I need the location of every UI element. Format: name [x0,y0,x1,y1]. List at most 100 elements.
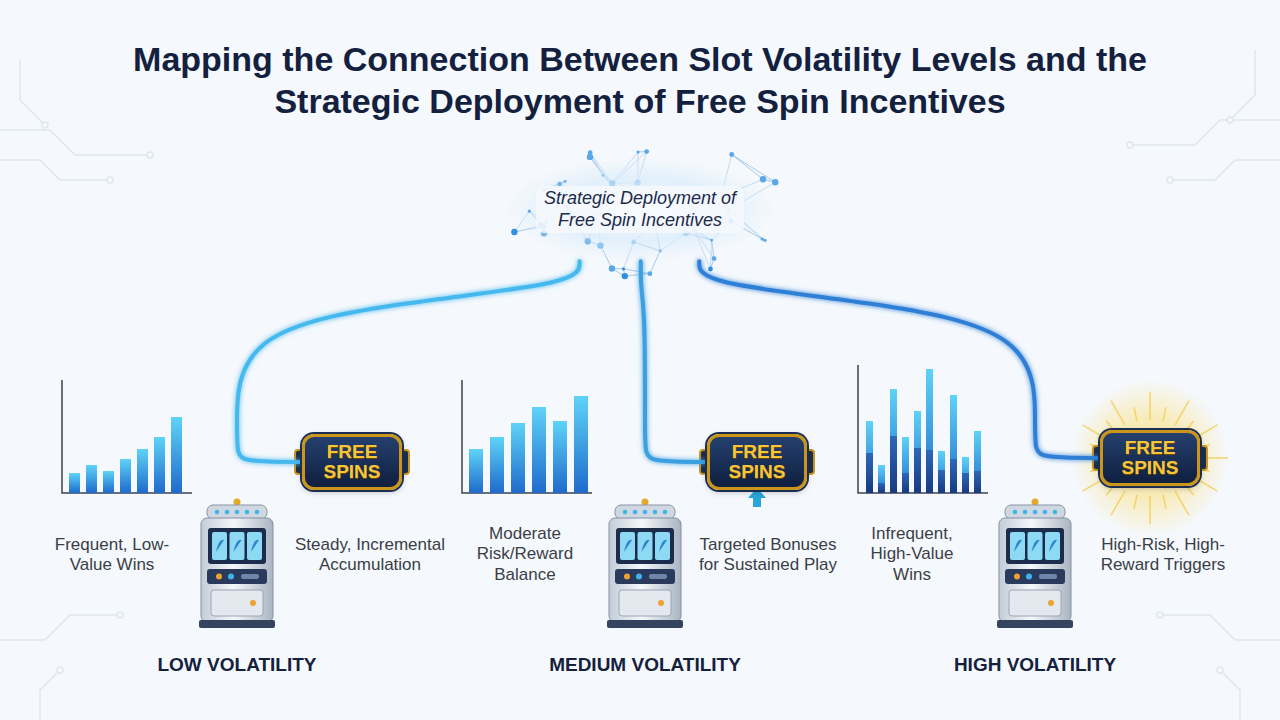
machine-reel [620,532,635,560]
machine-button [658,600,664,606]
slot-machine [199,499,275,629]
chart-bar [469,449,483,493]
chart-bar [902,437,909,493]
bar-charts [62,365,988,493]
chart-bar [69,473,80,493]
machine-top [207,505,267,519]
network-link [625,274,650,276]
circuit-pad [1127,142,1133,148]
slot-machine [997,499,1073,629]
machine-body [201,518,273,622]
machine-screen [616,528,674,564]
network-dot [761,237,764,240]
circuit-pad [57,667,63,673]
network-dot [636,150,639,153]
machine-reel [655,532,670,560]
circuit-pad [42,122,48,128]
burst-ray [1111,401,1125,426]
free-spins-badge: FREE SPINS [1100,430,1200,486]
volatility-label: LOW VOLATILITY [107,654,367,677]
burst-ray [1106,485,1114,495]
network-dot [644,149,649,154]
machine-button [216,574,222,580]
chart-bar [938,451,945,493]
chart-bar [866,421,873,493]
network-dot [622,273,628,279]
network-dot [708,267,713,272]
reel-symbol [1014,540,1022,552]
machine-button [624,574,630,580]
machine-body [609,518,681,622]
circuit-pad [1217,667,1223,673]
up-arrow [748,488,766,507]
network-dot [609,265,615,271]
badge-text: FREE SPINS [1115,438,1185,478]
chart-bar [974,471,981,493]
circuit-pad [147,152,153,158]
circuit-decoration [0,50,1280,720]
machine-reel [638,532,653,560]
hub-title: Strategic Deployment of Free Spin Incent… [536,186,744,233]
machine-button [1014,574,1020,580]
machine-lower [1009,590,1061,616]
description-label: Frequent, Low-Value Wins [50,535,174,576]
connector [237,261,580,462]
chart-bar [926,450,933,493]
chart-bar [914,448,921,493]
burst-ray [1175,491,1189,516]
slot-machines [199,499,1073,629]
machine-panel [207,569,267,584]
circuit-trace [0,130,150,155]
machine-panel [1005,569,1065,584]
machine-button [636,574,642,580]
machine-reel [1028,532,1043,560]
machine-top [615,505,675,519]
circuit-pad [1157,612,1163,618]
machine-reel [247,532,262,560]
machine-light [1053,510,1058,515]
machine-light [215,510,220,515]
burst-ray [1134,495,1137,509]
network-link [623,269,649,274]
chart-bar [154,437,165,493]
reel-symbol [1049,540,1057,552]
burst-ray [1149,392,1151,420]
machine-light [235,510,240,515]
machine-lower [619,590,671,616]
machine-button [250,600,256,606]
chart-bar [938,470,945,493]
network-dot [588,150,593,155]
circuit-trace [1160,615,1280,640]
reel-symbol [251,540,259,552]
description-label: Moderate Risk/Reward Balance [463,524,587,585]
circuit-trace [1230,50,1255,120]
machine-light [245,510,250,515]
reel-symbol [216,540,224,552]
chart-bar [890,436,897,493]
chart-bar [914,411,921,493]
machine-light [1033,510,1038,515]
circuit-trace [40,670,60,720]
machine-slot [649,574,667,579]
machine-light [643,510,648,515]
chart-bar [120,459,131,493]
network-dot [648,271,653,276]
chart-bar [866,453,873,493]
chart-bar [950,395,957,493]
badge-text: FREE SPINS [317,442,387,482]
chart-bar [532,407,546,493]
machine-light [1023,510,1028,515]
machine-button [1048,600,1054,606]
machine-base [607,620,683,628]
machine-reel [212,532,227,560]
circuit-trace [1220,670,1240,720]
network-dot [772,179,778,185]
machine-light [623,510,628,515]
machine-slot [1039,574,1057,579]
chart-bar [171,417,182,493]
machine-light [663,510,668,515]
machine-light [653,510,658,515]
machine-antenna [642,499,649,506]
